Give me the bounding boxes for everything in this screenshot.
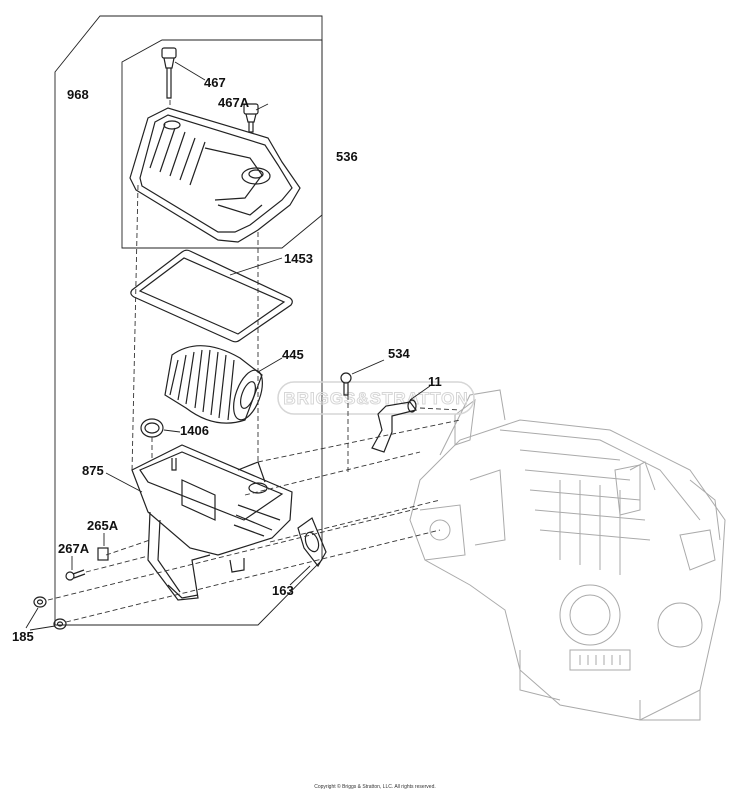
callout-265a: 265A — [87, 518, 119, 533]
callout-467a: 467A — [218, 95, 250, 110]
callout-968: 968 — [67, 87, 89, 102]
callout-1453: 1453 — [284, 251, 313, 266]
engine-block — [409, 389, 726, 721]
kit-outline-968 — [121, 39, 323, 249]
o-ring-1406 — [140, 418, 181, 438]
watermark: BRIGGS&STRATTON — [277, 381, 475, 415]
screw-267a — [65, 556, 86, 581]
callout-875: 875 — [82, 463, 104, 478]
copyright-notice: Copyright © Briggs & Stratton, LLC. All … — [314, 783, 436, 790]
callout-185: 185 — [12, 629, 34, 644]
callout-445: 445 — [282, 347, 304, 362]
air-cleaner-base-875 — [105, 444, 293, 601]
screw-467a — [243, 103, 269, 133]
screw-467 — [161, 47, 206, 99]
callout-267a: 267A — [58, 541, 90, 556]
air-cleaner-cover — [129, 107, 301, 243]
bolt-534 — [340, 359, 385, 396]
watermark-text: BRIGGS&STRATTON — [283, 389, 468, 408]
callout-11: 11 — [428, 374, 442, 389]
kit-outline-536 — [54, 15, 323, 626]
callout-467: 467 — [204, 75, 226, 90]
callout-536: 536 — [336, 149, 358, 164]
breather-tube-11 — [371, 385, 431, 453]
filter-445 — [164, 345, 283, 424]
clip-265a — [97, 533, 109, 561]
gasket-163 — [289, 517, 327, 586]
callout-534: 534 — [388, 346, 410, 361]
nuts-185 — [25, 596, 67, 631]
callout-163: 163 — [272, 583, 294, 598]
callout-1406: 1406 — [180, 423, 209, 438]
gasket-1453 — [130, 249, 293, 343]
assembly-lines — [47, 100, 461, 623]
